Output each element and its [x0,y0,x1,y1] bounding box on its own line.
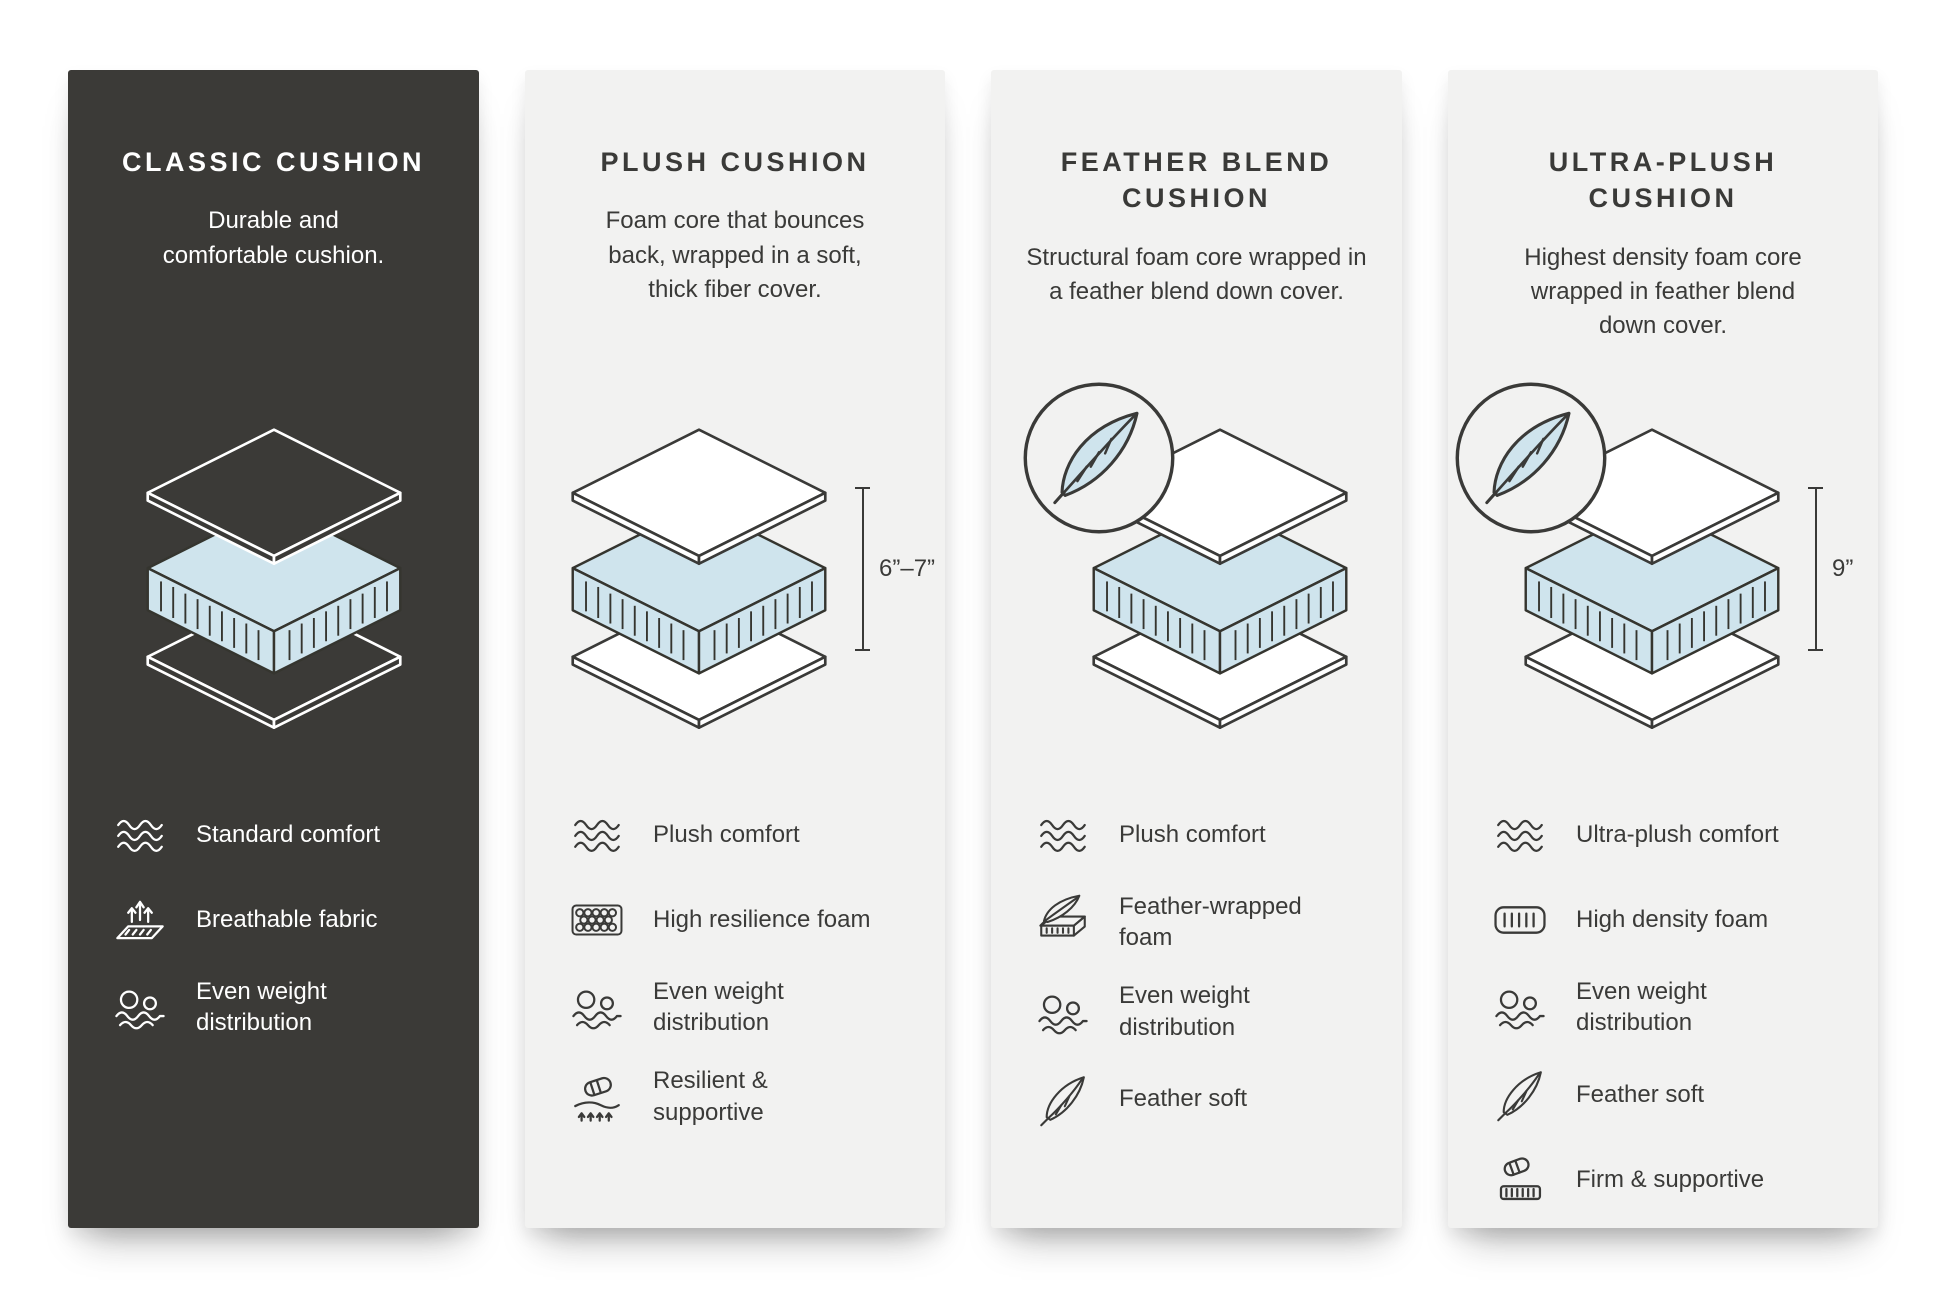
feature-row: Even weight distribution [1490,976,1848,1038]
measurement-bracket [1808,487,1823,651]
resilience-foam-icon [567,891,627,949]
feature-label: Resilient & supportive [653,1067,768,1126]
feature-label: Even weight distribution [653,978,784,1037]
feature-row: Even weight distribution [110,976,449,1038]
height-measurement: 6”–7” [855,487,935,651]
density-foam-icon [1490,891,1550,949]
feature-row: Feather soft [1033,1070,1372,1128]
measurement-label: 6”–7” [879,555,936,582]
feature-row: Feather soft [1490,1065,1848,1123]
feature-row: Standard comfort [110,806,449,864]
wave-comfort-icon [1490,806,1550,864]
feather-wrapped-foam-icon [1033,893,1093,951]
feature-label: High density foam [1576,906,1769,934]
feather-icon [1033,1070,1093,1128]
feature-row: Ultra-plush comfort [1490,806,1848,864]
wave-comfort-icon [567,806,627,864]
feature-label: Ultra-plush comfort [1576,821,1779,849]
panel-title: ULTRA-PLUSH CUSHION [1548,147,1778,214]
panel-description: Highest density foam core wrapped in fea… [1524,243,1802,340]
feature-list: Plush comfort Feather-wrapped foam Even … [1021,806,1372,1128]
panel-feather-blend-cushion: FEATHER BLEND CUSHION Structural foam co… [991,70,1402,1228]
panel-description: Structural foam core wrapped in a feathe… [1026,243,1367,305]
panel-description: Foam core that bounces back, wrapped in … [605,207,865,303]
breathable-fabric-icon [110,891,170,949]
cushion-diagram [98,362,449,792]
panel-header: CLASSIC CUSHION Durable and comfortable … [98,144,449,356]
feature-label: Plush comfort [1119,821,1266,849]
firm-support-icon [1490,1150,1550,1208]
panel-title: PLUSH CUSHION [600,147,870,177]
panel-header: FEATHER BLEND CUSHION Structural foam co… [1021,144,1372,356]
feature-label: Even weight distribution [1576,978,1707,1037]
wave-comfort-icon [110,806,170,864]
feature-label: Even weight distribution [196,978,327,1037]
feature-label: Feather soft [1119,1085,1248,1113]
feature-row: Feather-wrapped foam [1033,891,1372,953]
feature-label: Standard comfort [196,821,381,849]
feature-row: Firm & supportive [1490,1150,1848,1208]
feature-label: Even weight distribution [1119,982,1250,1041]
even-weight-icon [567,978,627,1036]
feature-row: High density foam [1490,891,1848,949]
even-weight-icon [110,978,170,1036]
feature-row: Even weight distribution [567,976,915,1038]
panel-description: Durable and comfortable cushion. [162,207,385,269]
feather-icon [1490,1065,1550,1123]
even-weight-icon [1490,978,1550,1036]
feature-list: Plush comfort High resilience foam Even … [555,806,915,1128]
panel-ultra-plush-cushion: ULTRA-PLUSH CUSHION Highest density foam… [1448,70,1878,1228]
cushion-diagram [1021,362,1372,792]
pressing-hand-icon [567,1068,627,1126]
layered-cushion-icon [555,423,843,731]
panel-title: FEATHER BLEND CUSHION [1060,147,1333,214]
height-measurement: 9” [1808,487,1853,651]
even-weight-icon [1033,983,1093,1041]
feature-label: Feather soft [1576,1080,1705,1108]
feature-row: Resilient & supportive [567,1065,915,1127]
panel-header: PLUSH CUSHION Foam core that bounces bac… [555,144,915,356]
cushion-diagram: 9” [1455,362,1853,792]
cushion-diagram: 6”–7” [555,362,935,792]
measurement-label: 9” [1832,555,1854,582]
panel-plush-cushion: PLUSH CUSHION Foam core that bounces bac… [525,70,945,1228]
feature-label: Plush comfort [653,821,800,849]
feature-row: Breathable fabric [110,891,449,949]
feature-list: Standard comfort Breathable fabric Even … [98,806,449,1038]
feature-label: Firm & supportive [1576,1165,1765,1193]
feather-badge-icon [1023,382,1174,534]
layered-cushion-icon [130,423,418,731]
measurement-bracket [855,487,870,651]
feature-row: High resilience foam [567,891,915,949]
feature-row: Plush comfort [1033,806,1372,864]
panel-title: CLASSIC CUSHION [121,147,425,177]
feature-label: Feather-wrapped foam [1119,893,1302,952]
panel-classic-cushion: CLASSIC CUSHION Durable and comfortable … [68,70,479,1228]
feature-label: High resilience foam [653,906,871,934]
feather-badge-icon [1455,382,1607,534]
feature-list: Ultra-plush comfort High density foam Ev… [1478,806,1848,1208]
feature-row: Plush comfort [567,806,915,864]
wave-comfort-icon [1033,806,1093,864]
panel-header: ULTRA-PLUSH CUSHION Highest density foam… [1478,144,1848,356]
feature-label: Breathable fabric [196,906,378,934]
feature-row: Even weight distribution [1033,980,1372,1042]
